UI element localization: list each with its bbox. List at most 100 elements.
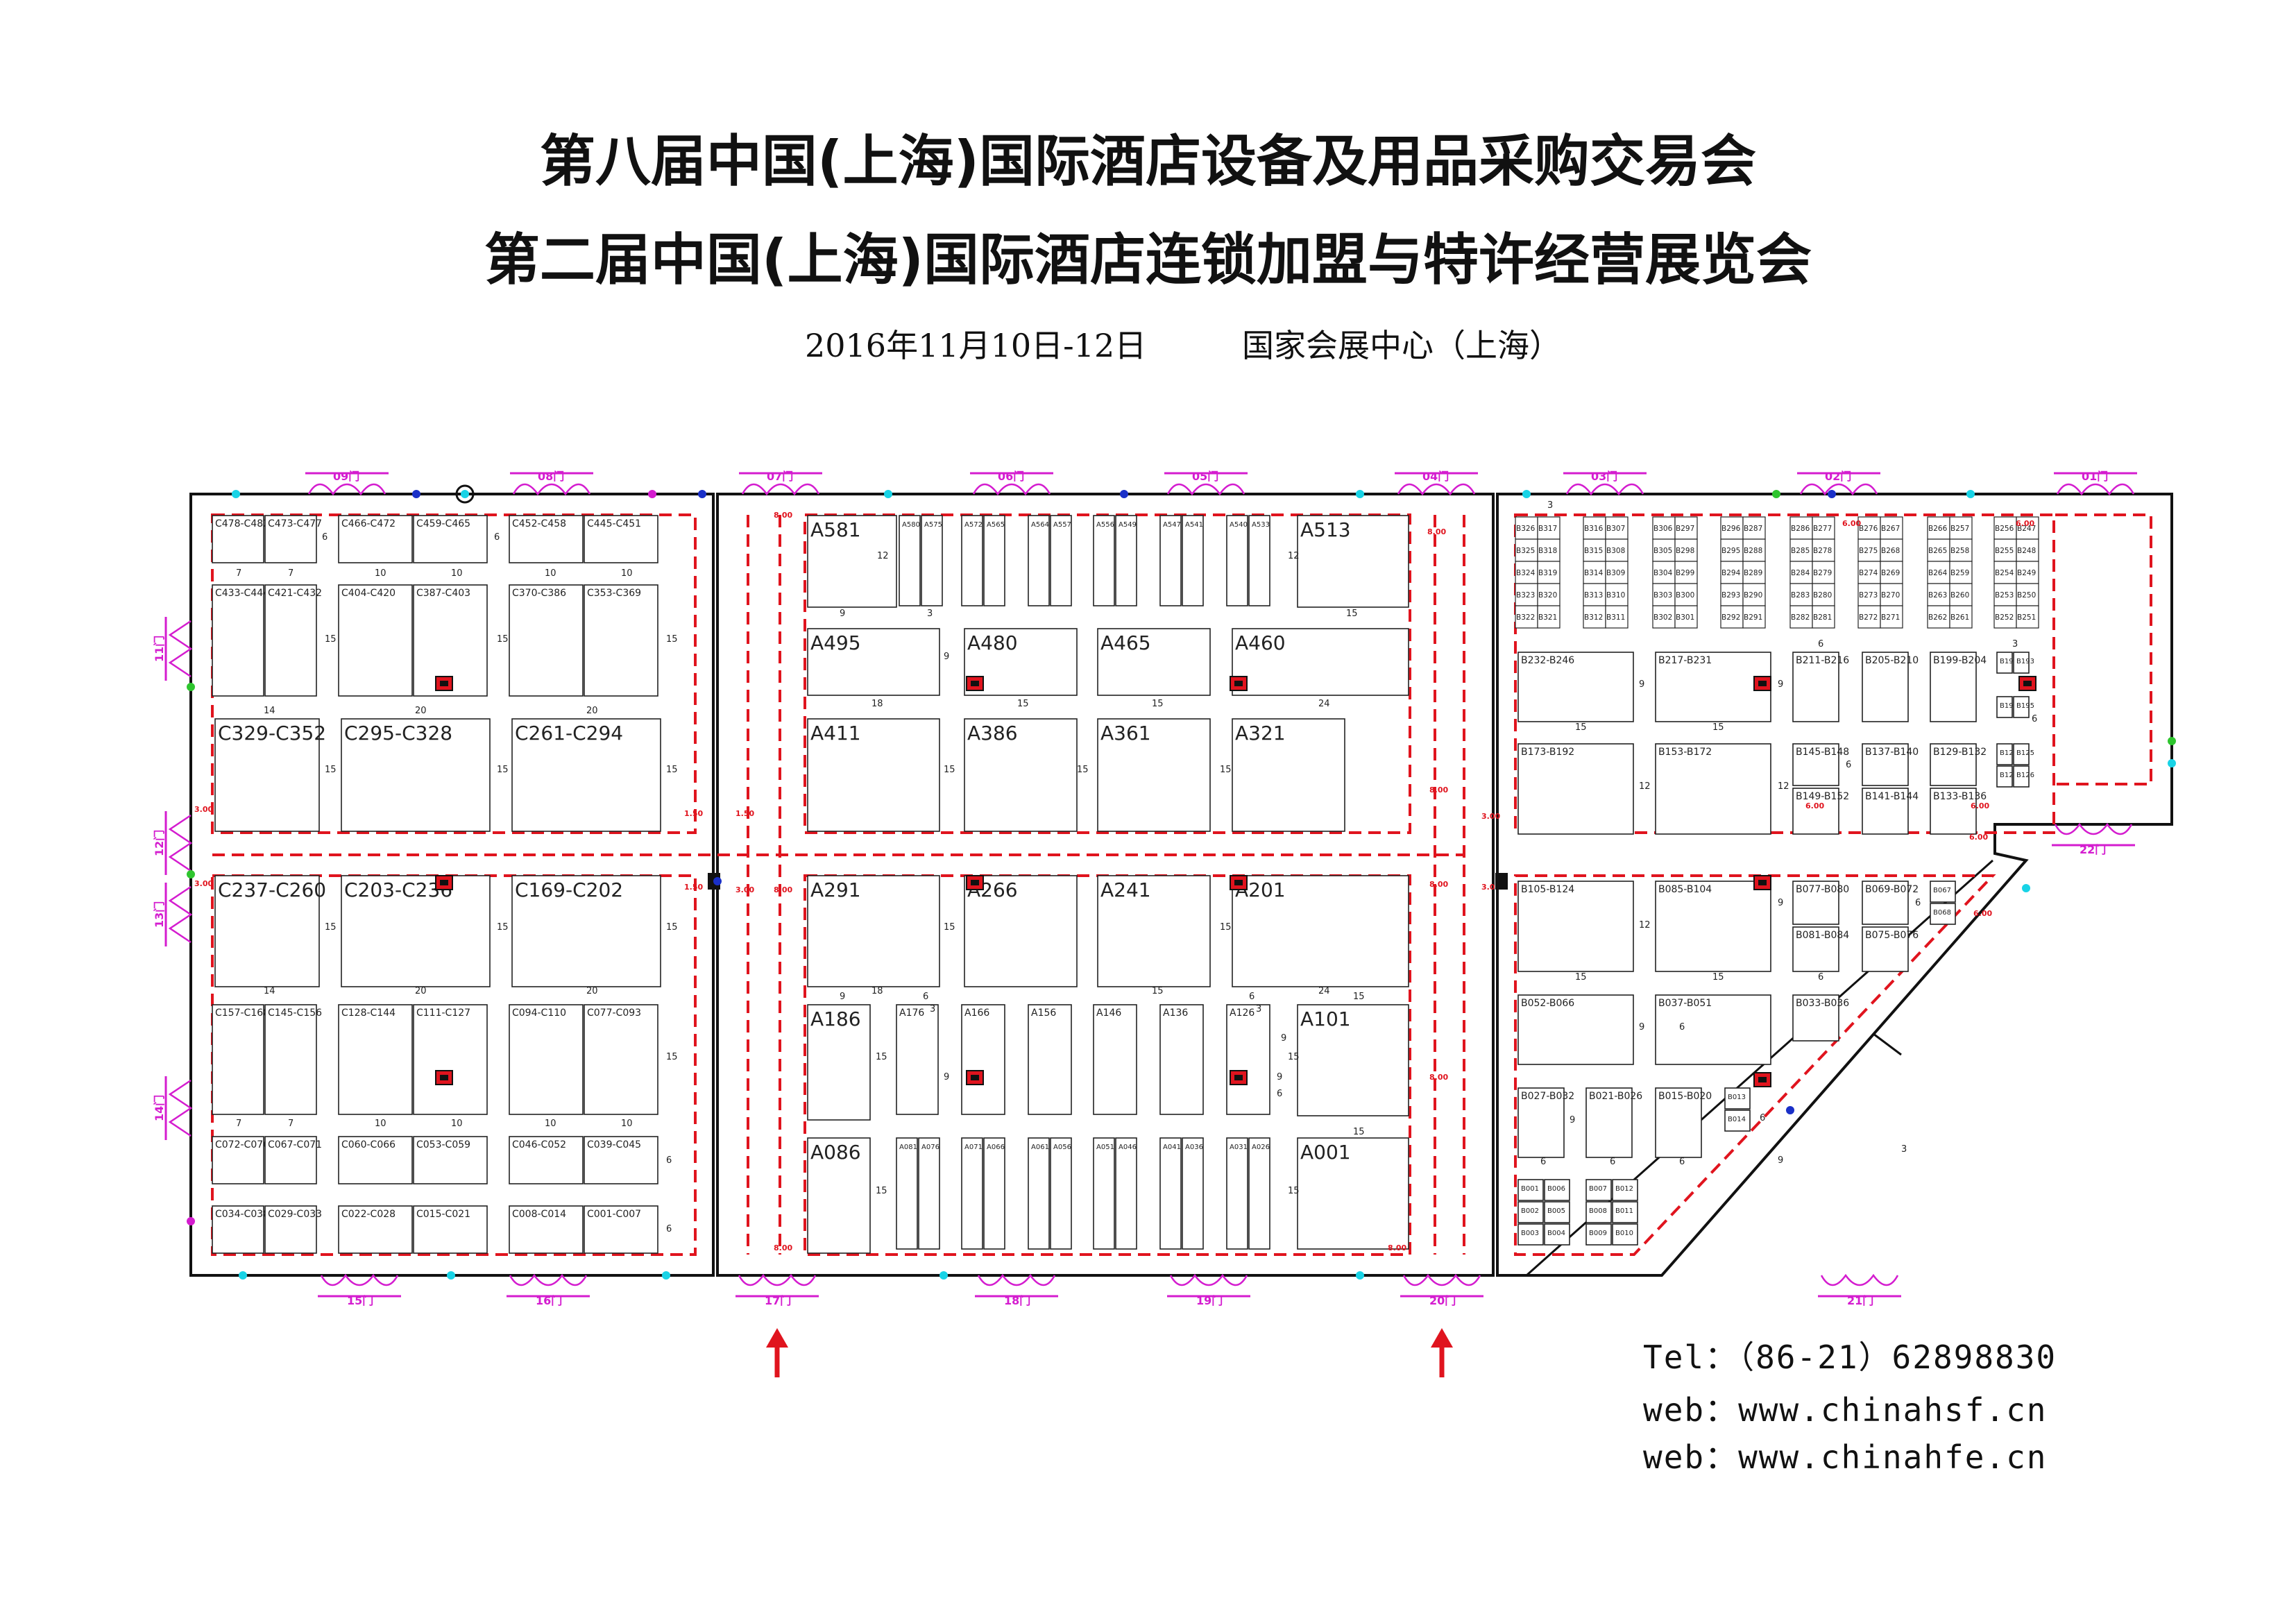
booth-B284[interactable]: B284: [1789, 561, 1813, 584]
booth-B282[interactable]: B282: [1789, 605, 1813, 629]
booth-B249[interactable]: B249: [2016, 561, 2039, 584]
booth-B261[interactable]: B261: [1949, 605, 1973, 629]
booth-A266[interactable]: A266: [964, 875, 1078, 987]
booth-C169-C202[interactable]: C169-C202: [511, 875, 661, 987]
booth-A580[interactable]: A580: [899, 515, 921, 606]
booth-B285[interactable]: B285: [1789, 538, 1813, 562]
booth-B021-B026[interactable]: B021-B026: [1585, 1087, 1642, 1158]
booth-B322[interactable]: B322: [1515, 605, 1538, 629]
booth-B264[interactable]: B264: [1927, 561, 1950, 584]
booth-A081[interactable]: A081: [896, 1137, 918, 1250]
booth-C111-C127[interactable]: C111-C127: [413, 1004, 488, 1115]
booth-C046-C052[interactable]: C046-C052: [509, 1136, 584, 1184]
booth-B286[interactable]: B286: [1789, 516, 1813, 540]
booth-B311[interactable]: B311: [1605, 605, 1629, 629]
booth-B257[interactable]: B257: [1949, 516, 1973, 540]
booth-B304[interactable]: B304: [1652, 561, 1676, 584]
booth-B255[interactable]: B255: [1993, 538, 2017, 562]
booth-C261-C294[interactable]: C261-C294: [511, 718, 661, 832]
booth-A076[interactable]: A076: [918, 1137, 940, 1250]
booth-B211-B216[interactable]: B211-B216: [1792, 652, 1849, 722]
booth-B011[interactable]: B011: [1612, 1201, 1638, 1223]
booth-A051[interactable]: A051: [1093, 1137, 1115, 1250]
booth-B265[interactable]: B265: [1927, 538, 1950, 562]
door-12门[interactable]: 12门: [153, 811, 193, 875]
booth-A460[interactable]: A460: [1232, 628, 1409, 696]
booth-B006[interactable]: B006: [1544, 1179, 1570, 1201]
door-07门[interactable]: 07门: [739, 470, 822, 496]
booth-A565[interactable]: A565: [983, 515, 1005, 606]
booth-C072-C076[interactable]: C072-C076: [212, 1136, 269, 1184]
booth-C295-C328[interactable]: C295-C328: [341, 718, 491, 832]
booth-C157-C168[interactable]: C157-C168: [212, 1004, 269, 1115]
booth-C094-C110[interactable]: C094-C110: [509, 1004, 584, 1115]
booth-C433-C444[interactable]: C433-C444: [212, 584, 269, 697]
booth-C329-C352[interactable]: C329-C352: [214, 718, 326, 832]
booth-B323[interactable]: B323: [1515, 583, 1538, 606]
booth-A176[interactable]: A176: [896, 1004, 939, 1115]
booth-B326[interactable]: B326: [1515, 516, 1538, 540]
booth-B269[interactable]: B269: [1880, 561, 1903, 584]
booth-B298[interactable]: B298: [1674, 538, 1698, 562]
door-16门[interactable]: 16门: [507, 1273, 590, 1307]
booth-A556[interactable]: A556: [1093, 515, 1115, 606]
door-09门[interactable]: 09门: [305, 470, 389, 496]
booth-B277[interactable]: B277: [1812, 516, 1835, 540]
booth-B302[interactable]: B302: [1652, 605, 1676, 629]
booth-B271[interactable]: B271: [1880, 605, 1903, 629]
booth-C404-C420[interactable]: C404-C420: [338, 584, 413, 697]
booth-A541[interactable]: A541: [1182, 515, 1204, 606]
booth-B290[interactable]: B290: [1742, 583, 1766, 606]
booth-C145-C156[interactable]: C145-C156: [264, 1004, 322, 1115]
booth-C034-C038[interactable]: C034-C038: [212, 1205, 269, 1254]
booth-A136[interactable]: A136: [1159, 1004, 1204, 1115]
booth-B319[interactable]: B319: [1537, 561, 1561, 584]
booth-C029-C033[interactable]: C029-C033: [264, 1205, 322, 1254]
booth-A549[interactable]: A549: [1115, 515, 1137, 606]
booth-B250[interactable]: B250: [2016, 583, 2039, 606]
booth-B013[interactable]: B013: [1724, 1087, 1751, 1110]
booth-B008[interactable]: B008: [1585, 1201, 1612, 1223]
booth-A557[interactable]: A557: [1050, 515, 1072, 606]
booth-B318[interactable]: B318: [1537, 538, 1561, 562]
booth-A386[interactable]: A386: [964, 718, 1078, 832]
booth-A071[interactable]: A071: [961, 1137, 983, 1250]
booth-B268[interactable]: B268: [1880, 538, 1903, 562]
booth-C077-C093[interactable]: C077-C093: [584, 1004, 658, 1115]
booth-B037-B051[interactable]: B037-B051: [1655, 994, 1771, 1065]
booth-B303[interactable]: B303: [1652, 583, 1676, 606]
booth-A036[interactable]: A036: [1182, 1137, 1204, 1250]
booth-B278[interactable]: B278: [1812, 538, 1835, 562]
booth-B129-B132[interactable]: B129-B132: [1930, 743, 1987, 786]
booth-B301[interactable]: B301: [1674, 605, 1698, 629]
booth-A156[interactable]: A156: [1028, 1004, 1072, 1115]
door-11门[interactable]: 11门: [153, 617, 193, 681]
booth-A411[interactable]: A411: [807, 718, 940, 832]
booth-A186[interactable]: A186: [807, 1004, 871, 1121]
booth-B012[interactable]: B012: [1612, 1179, 1638, 1201]
booth-C466-C472[interactable]: C466-C472: [338, 515, 413, 563]
booth-B126[interactable]: B126: [2013, 765, 2034, 788]
booth-B272[interactable]: B272: [1857, 605, 1881, 629]
booth-A041[interactable]: A041: [1159, 1137, 1182, 1250]
booth-A026[interactable]: A026: [1248, 1137, 1270, 1250]
booth-C237-C260[interactable]: C237-C260: [214, 875, 326, 987]
booth-B145-B148[interactable]: B145-B148: [1792, 743, 1849, 786]
booth-A291[interactable]: A291: [807, 875, 940, 987]
booth-B027-B032[interactable]: B027-B032: [1517, 1087, 1574, 1158]
booth-B252[interactable]: B252: [1993, 605, 2017, 629]
booth-B007[interactable]: B007: [1585, 1179, 1612, 1201]
door-08门[interactable]: 08门: [510, 470, 593, 496]
booth-B283[interactable]: B283: [1789, 583, 1813, 606]
booth-B320[interactable]: B320: [1537, 583, 1561, 606]
booth-B193[interactable]: B193: [2013, 652, 2034, 674]
booth-B068[interactable]: B068: [1930, 903, 1956, 925]
booth-C053-C059[interactable]: C053-C059: [413, 1136, 488, 1184]
booth-B289[interactable]: B289: [1742, 561, 1766, 584]
booth-B310[interactable]: B310: [1605, 583, 1629, 606]
booth-B305[interactable]: B305: [1652, 538, 1676, 562]
booth-A575[interactable]: A575: [921, 515, 943, 606]
booth-B292[interactable]: B292: [1720, 605, 1744, 629]
booth-A001[interactable]: A001: [1297, 1137, 1409, 1250]
booth-B312[interactable]: B312: [1583, 605, 1606, 629]
